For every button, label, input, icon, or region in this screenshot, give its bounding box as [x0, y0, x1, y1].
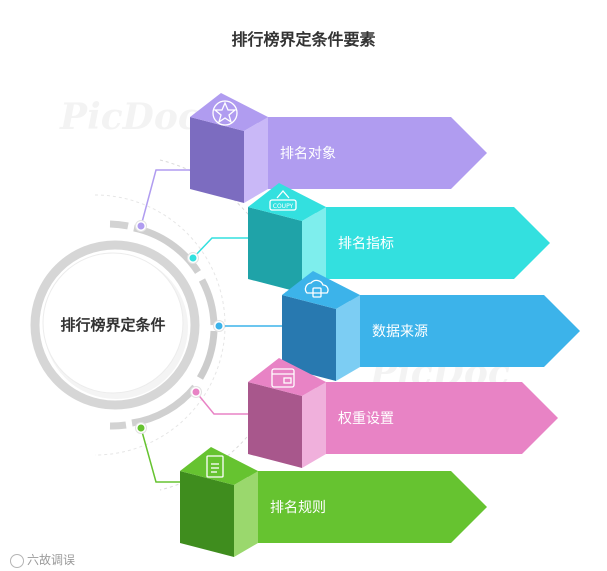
- cube-front: [180, 471, 234, 557]
- coupon-icon: COUPY: [269, 190, 297, 211]
- arrow-banner: [248, 471, 487, 543]
- connector-line: [140, 427, 180, 483]
- center-label: 排行榜界定条件: [60, 316, 165, 334]
- connector-line: [192, 237, 248, 259]
- arrow-banner: [316, 207, 550, 279]
- connector-dot: [137, 424, 145, 432]
- connector-line: [195, 391, 248, 415]
- arrow-banner: [258, 117, 487, 189]
- item-label: 排名对象: [280, 146, 336, 162]
- item-label: 排名规则: [270, 500, 326, 516]
- cube-top: [248, 183, 326, 221]
- coupon-icon-text: COUPY: [273, 203, 294, 210]
- star-badge-icon: [212, 100, 238, 126]
- cube-top: [248, 358, 326, 396]
- item-label: 排名指标: [338, 236, 394, 252]
- cube-front: [190, 117, 244, 203]
- arrow-banner: [316, 382, 558, 454]
- item-label: 权重设置: [338, 411, 394, 427]
- connector-dot: [215, 322, 223, 330]
- item-2: COUPY 排名指标: [187, 183, 550, 293]
- cloud-database-icon: [304, 279, 329, 298]
- arc-segment: [196, 330, 218, 380]
- cube-top: [190, 93, 268, 131]
- diagram-title: 排行榜界定条件要素: [231, 30, 376, 49]
- cube-top: [180, 447, 258, 485]
- connector-dot: [192, 388, 200, 396]
- item-3: 数据来源: [213, 271, 580, 381]
- cube-side: [302, 207, 326, 293]
- cube-front: [282, 295, 336, 381]
- cube-front: [248, 207, 302, 293]
- cube-side: [302, 382, 326, 468]
- arc-segment: [109, 220, 129, 230]
- cube-side: [244, 117, 268, 203]
- cube-side: [234, 471, 258, 557]
- arrow-banner: [350, 295, 580, 367]
- connector-dot: [137, 222, 145, 230]
- cube-front: [248, 382, 302, 468]
- item-label: 数据来源: [372, 324, 428, 340]
- center-ring: [30, 240, 200, 410]
- cube-side: [336, 295, 360, 381]
- arc-segment: [198, 278, 218, 326]
- item-5: 排名规则: [135, 422, 487, 557]
- arc-segment: [109, 421, 127, 430]
- center-disc: [42, 252, 184, 394]
- item-1: 排名对象: [135, 93, 487, 232]
- logo-icon: [10, 553, 24, 568]
- item-4: 权重设置: [190, 358, 558, 468]
- browser-window-icon: [271, 368, 295, 388]
- footer-watermark: 六故调误: [10, 551, 75, 568]
- footer-text: 六故调误: [27, 553, 76, 567]
- connector-dot: [189, 254, 197, 262]
- watermark: PicDoc: [60, 96, 200, 138]
- connector-line: [140, 169, 190, 227]
- document-icon: [206, 455, 224, 478]
